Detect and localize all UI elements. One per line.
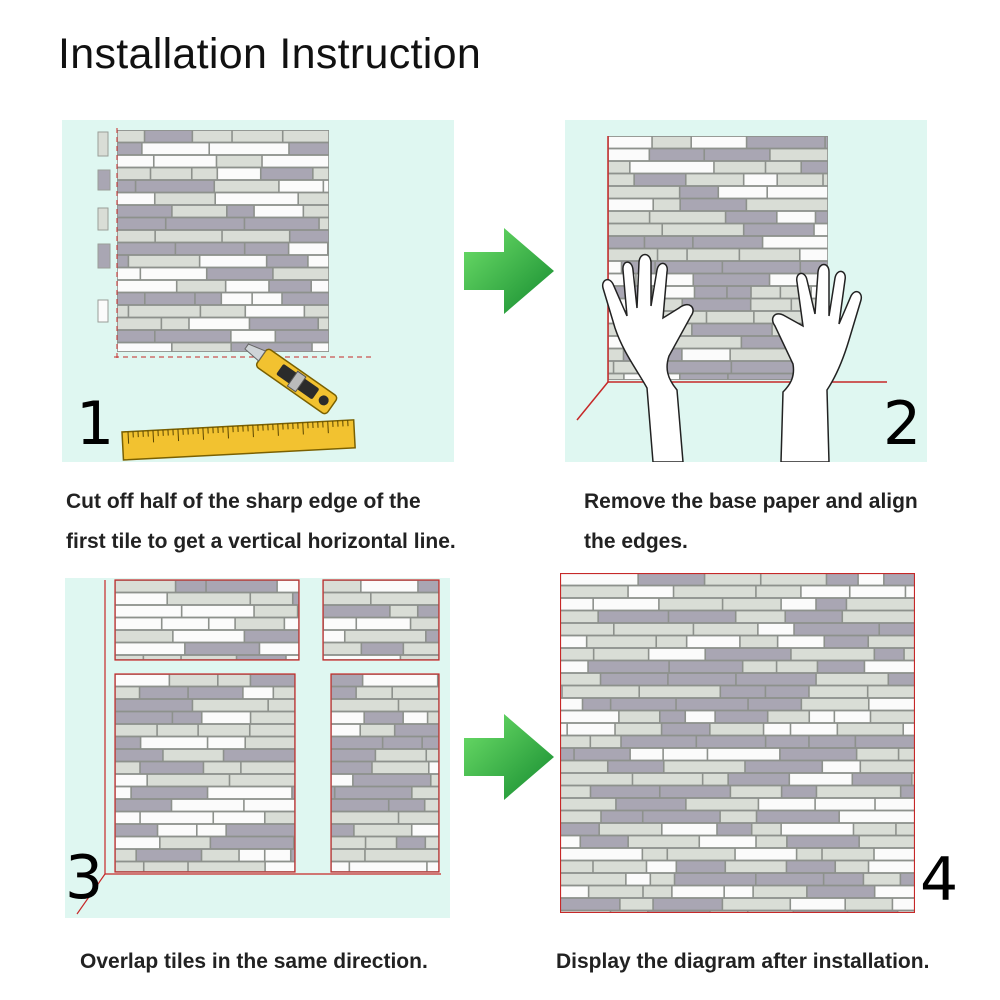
step-1-illustration — [97, 128, 374, 461]
step-2-panel: 2 — [565, 120, 927, 462]
step-3-caption: Overlap tiles in the same direction. — [80, 942, 500, 982]
arrow-right-icon — [464, 714, 554, 800]
step-4-caption: Display the diagram after installation. — [556, 942, 986, 982]
hand-icon — [601, 253, 694, 462]
step-number: 3 — [65, 843, 104, 913]
step-2-caption: Remove the base paper and align the edge… — [584, 482, 964, 562]
step-3-illustration — [76, 579, 441, 915]
hand-icon — [771, 263, 863, 462]
step-4-illustration — [560, 573, 915, 913]
page-title: Installation Instruction — [58, 30, 482, 78]
caption-line: Cut off half of the sharp edge of the — [66, 490, 421, 513]
caption-line: Overlap tiles in the same direction. — [80, 950, 428, 973]
step-1-panel: 1 — [62, 120, 454, 462]
caption-line: Display the diagram after installation. — [556, 950, 930, 973]
arrow-right-icon — [464, 228, 554, 314]
step-1-caption: Cut off half of the sharp edge of the fi… — [66, 482, 486, 562]
caption-line: Remove the base paper and align — [584, 490, 918, 513]
step-number: 4 — [920, 845, 959, 915]
caption-line: first tile to get a vertical horizontal … — [66, 530, 456, 553]
step-number: 1 — [76, 389, 115, 459]
step-number: 2 — [883, 389, 922, 459]
caption-line: the edges. — [584, 530, 688, 553]
ruler-icon — [121, 419, 356, 461]
utility-knife-icon — [244, 343, 338, 415]
step-3-panel: 3 — [65, 578, 450, 918]
step-2-illustration — [576, 136, 887, 462]
installed-tile-wall — [560, 573, 915, 913]
